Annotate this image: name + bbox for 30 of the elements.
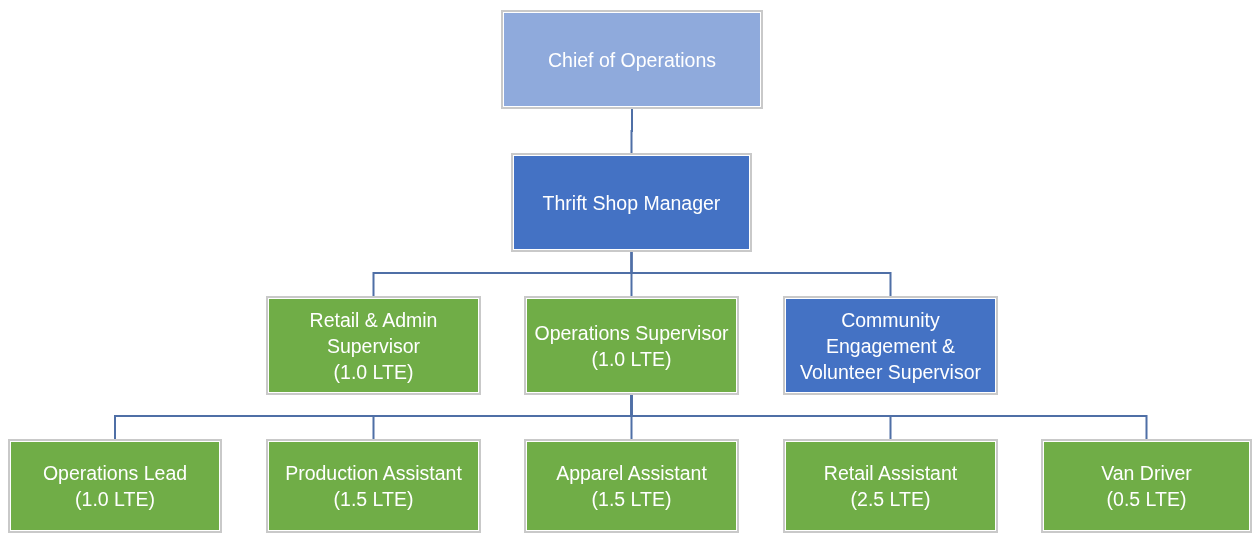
- role-label: Thrift Shop Manager: [542, 190, 721, 216]
- org-chart-box: [266, 296, 481, 395]
- org-chart-box: [783, 296, 998, 395]
- org-chart-box: [783, 439, 998, 533]
- connector-line: [630, 108, 633, 154]
- role-label: (1.5 LTE): [591, 487, 672, 512]
- org-chart-box: [8, 439, 222, 533]
- role-label: Retail & Admin Supervisor: [308, 307, 439, 359]
- connector-line: [630, 251, 892, 297]
- role-label: (1.5 LTE): [333, 487, 414, 512]
- role-label: Operations Lead: [42, 461, 188, 486]
- role-label: (1.0 LTE): [75, 487, 155, 512]
- role-label: Operations Supervisor: [534, 320, 729, 346]
- role-label: Chief of Operations: [548, 47, 716, 73]
- role-label: (2.5 LTE): [850, 487, 931, 512]
- org-chart-box: [524, 296, 739, 395]
- role-label: Apparel Assistant: [556, 461, 707, 486]
- org-chart-box: [266, 439, 481, 533]
- role-label: Van Driver: [1101, 461, 1192, 486]
- org-chart-box: [511, 153, 752, 252]
- role-label: Production Assistant: [285, 461, 462, 486]
- org-chart-box: [1041, 439, 1252, 533]
- role-label: (1.0 LTE): [333, 359, 414, 385]
- role-label: Community Engagement & Volunteer Supervisor: [799, 307, 982, 385]
- role-label: Retail Assistant: [823, 461, 958, 486]
- role-label: (1.0 LTE): [591, 346, 672, 372]
- role-label: (0.5 LTE): [1106, 487, 1187, 512]
- org-chart-box: [524, 439, 739, 533]
- connector-line: [630, 394, 1148, 440]
- org-chart-box: [501, 10, 763, 109]
